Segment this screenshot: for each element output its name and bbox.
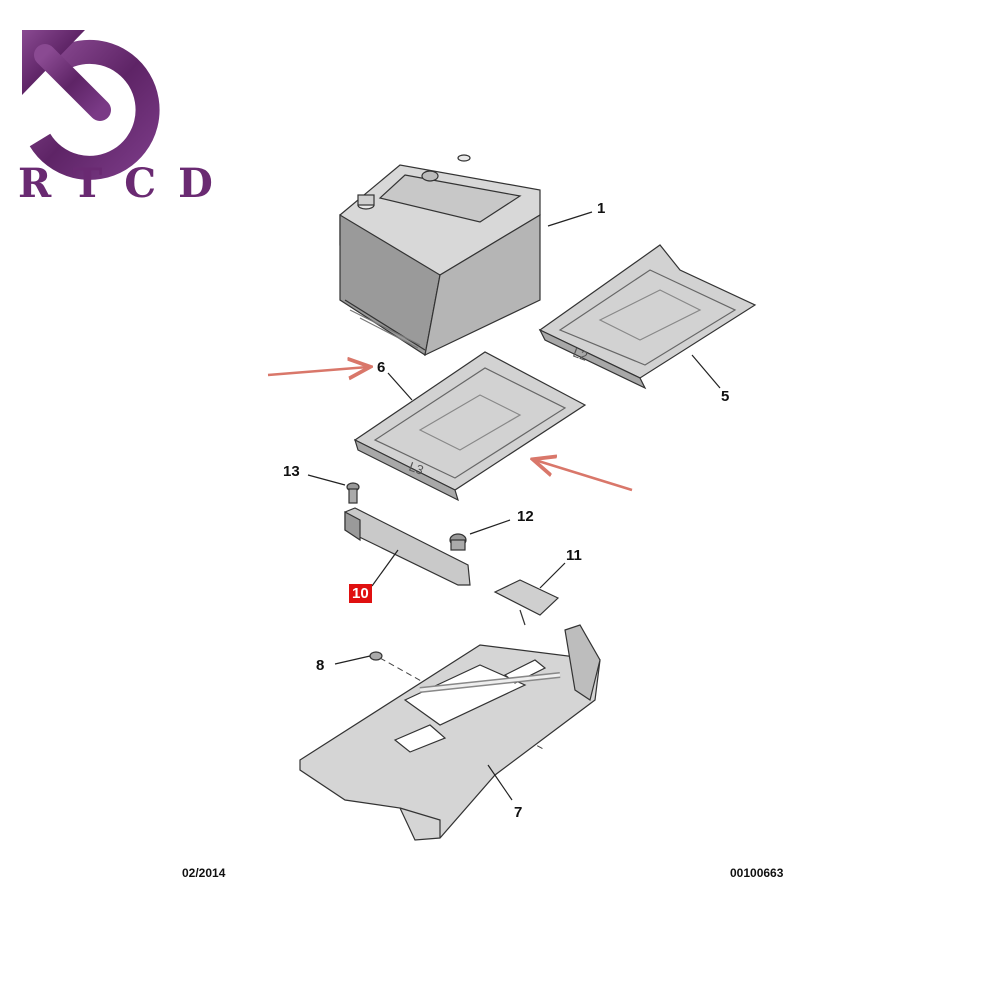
callout-13: 13 [283,463,300,480]
pointer-arrow-tray [535,460,633,492]
tray-marking-l2: L2 [571,345,590,364]
pointer-arrows [267,367,633,492]
tray-marking-l3: L3 [407,459,426,478]
nut-12 [449,533,467,551]
callout-1: 1 [597,200,606,217]
footer-date: 02/2014 [182,866,226,880]
leader-10 [371,549,399,587]
pointer-arrow-6 [267,367,368,375]
callout-6: 6 [377,359,386,376]
tray-l3 [353,351,587,502]
leader-7 [487,764,513,801]
callout-11: 11 [566,547,582,564]
footer-ref: 00100663 [730,866,784,880]
callout-8: 8 [316,657,325,674]
logo-text: RTCD [18,160,235,207]
bolt-13 [346,482,360,504]
leader-12 [469,519,511,535]
leader-11 [539,562,566,589]
circular-arrow-icon [22,30,160,180]
leader-5 [691,354,721,389]
bracket [344,507,471,586]
leader-1 [547,211,593,227]
leader-lines [307,211,721,801]
battery [339,154,541,357]
callout-5: 5 [721,388,730,405]
leader-6 [387,372,413,401]
leader-8 [334,655,371,665]
leader-13 [307,474,346,486]
callout-12: 12 [517,508,534,525]
tray-l2 [538,244,757,390]
callout-10: 10 [349,584,372,603]
clip-11 [493,579,560,626]
battery-carrier [299,624,601,841]
callout-7: 7 [514,804,523,821]
